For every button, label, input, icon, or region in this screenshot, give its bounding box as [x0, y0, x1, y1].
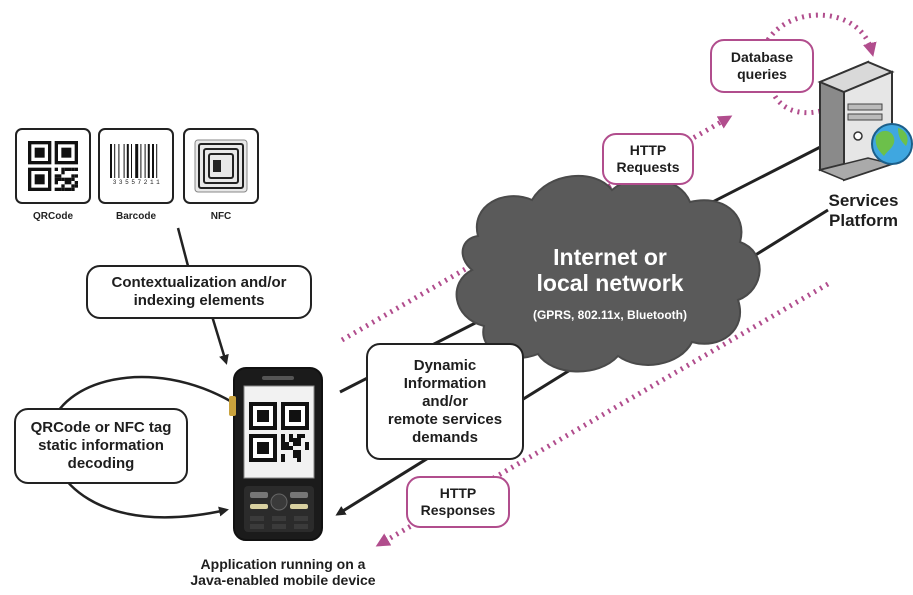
- cloud-title: Internet or local network: [480, 244, 740, 297]
- qrcode-icon: [28, 141, 78, 191]
- qrcode-label: QRCode: [33, 211, 73, 222]
- device-caption-line-2: Java-enabled mobile device: [190, 572, 376, 589]
- network-cloud: [455, 174, 761, 373]
- http-requests-line-2: Requests: [616, 159, 680, 175]
- box-to-phone-arrow: [210, 315, 229, 365]
- cloud-subtitle: (GPRS, 802.11x, Bluetooth): [532, 308, 688, 322]
- database-line-1: Database: [730, 49, 794, 66]
- barcode-tile: 3 3 5 5 7 2 1 1: [98, 128, 174, 204]
- http-requests-line-1: HTTP: [629, 142, 667, 159]
- decoding-box: QRCode or NFC tag static information dec…: [14, 408, 188, 484]
- device-caption: Application running on a Java-enabled mo…: [148, 556, 418, 588]
- contextualization-line-2: indexing elements: [133, 292, 265, 309]
- phone-qrcode-icon: [249, 402, 309, 462]
- http-responses-box: HTTP Responses: [406, 476, 510, 528]
- dynamic-line-1: Dynamic: [413, 356, 477, 374]
- contextualization-box: Contextualization and/or indexing elemen…: [86, 265, 312, 319]
- http-responses-line-2: Responses: [420, 502, 496, 518]
- dynamic-line-2: Information: [403, 374, 487, 392]
- decoding-line-2: static information: [38, 437, 164, 454]
- database-line-2: queries: [737, 66, 787, 82]
- services-platform-label: Services Platform: [814, 191, 913, 230]
- dynamic-line-5: demands: [412, 428, 478, 446]
- tiles-to-box-arrow: [176, 227, 190, 267]
- database-loop-arrow: [765, 12, 877, 57]
- qrcode-tile: [15, 128, 91, 204]
- database-queries-box: Database queries: [710, 39, 814, 93]
- device-caption-line-1: Application running on a: [200, 556, 366, 572]
- nfc-label: NFC: [210, 211, 232, 222]
- dynamic-info-box: Dynamic Information and/or remote servic…: [366, 343, 524, 460]
- server-icon: [817, 60, 895, 182]
- decoding-line-1: QRCode or NFC tag: [30, 419, 172, 436]
- cloud-line-1: Internet or: [553, 244, 667, 270]
- contextualization-line-1: Contextualization and/or: [111, 274, 287, 291]
- nfc-tile: [183, 128, 259, 204]
- globe-icon: [871, 123, 913, 165]
- dynamic-line-3: and/or: [422, 392, 468, 410]
- barcode-icon: [110, 144, 158, 178]
- barcode-number: 3 3 5 5 7 2 1 1: [112, 179, 160, 186]
- cloud-line-2: local network: [536, 270, 684, 297]
- services-platform-line-1: Services: [828, 191, 899, 210]
- dynamic-line-4: remote services: [387, 410, 503, 428]
- decoding-line-3: decoding: [67, 455, 135, 472]
- http-responses-line-1: HTTP: [439, 485, 477, 502]
- barcode-label: Barcode: [115, 211, 156, 222]
- services-platform-line-2: Platform: [829, 210, 898, 230]
- http-requests-box: HTTP Requests: [602, 133, 694, 185]
- nfc-icon: [194, 139, 248, 193]
